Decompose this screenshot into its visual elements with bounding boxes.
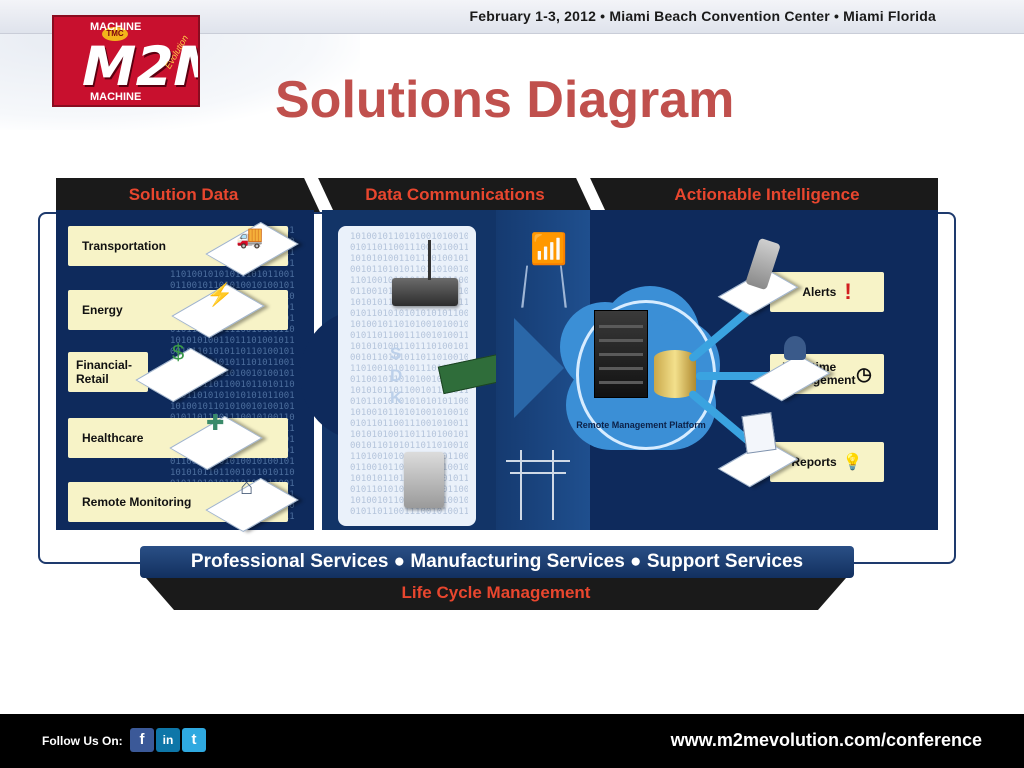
router-antenna-icon xyxy=(428,240,431,280)
cell-tower-icon: 📶 xyxy=(530,233,568,266)
sdk-letter: S xyxy=(390,344,402,363)
gateway-device-icon xyxy=(404,452,444,508)
tab-actionable-intelligence: Actionable Intelligence xyxy=(674,185,860,204)
truck-icon: 🚚 xyxy=(236,224,264,249)
sdk-letter: D xyxy=(390,366,403,385)
alert-icon: ! xyxy=(844,279,852,304)
facebook-icon[interactable]: f xyxy=(130,728,154,752)
follow-us-label: Follow Us On: xyxy=(42,734,123,748)
sdk-letter: K xyxy=(390,388,403,407)
tab-solution-data: Solution Data xyxy=(128,185,239,204)
conference-url[interactable]: www.m2mevolution.com/conference xyxy=(670,730,982,750)
user-at-desk-icon xyxy=(784,336,806,360)
router-device-icon xyxy=(392,278,458,306)
connector-line xyxy=(696,372,774,380)
logo-bottom-text: MACHINE xyxy=(90,91,142,103)
platform-label: Remote Management Platform xyxy=(576,420,706,430)
atm-icon: $ xyxy=(172,340,185,365)
diagram-tabs: Solution Data Data Communications Action… xyxy=(56,178,938,212)
monitoring-station-icon: ⌂ xyxy=(240,474,254,499)
life-cycle-management-bar: Life Cycle Management xyxy=(146,578,846,610)
m2m-evolution-logo: TMC MACHINE M2M MACHINE Evolution xyxy=(52,15,200,107)
solution-row-financial-retail: Financial-Retail xyxy=(68,352,148,392)
event-details: February 1-3, 2012 • Miami Beach Convent… xyxy=(469,8,936,24)
report-document-icon xyxy=(741,412,777,454)
data-flow-arrow xyxy=(514,318,564,418)
tower-frame-icon xyxy=(521,265,567,308)
linkedin-icon[interactable]: in xyxy=(156,728,180,752)
footer: Follow Us On: f in t www.m2mevolution.co… xyxy=(0,714,1024,768)
server-icon xyxy=(594,310,648,398)
services-bar: Professional Services ● Manufacturing Se… xyxy=(140,546,854,578)
lightbulb-icon: 💡 xyxy=(842,454,863,471)
energy-meter-icon: ⚡ xyxy=(206,282,234,307)
power-lines-icon xyxy=(498,450,578,520)
twitter-icon[interactable]: t xyxy=(182,728,206,752)
tmc-badge: TMC xyxy=(102,27,128,41)
logo-top-text: MACHINE xyxy=(90,21,142,33)
clock-icon: ◷ xyxy=(856,363,872,384)
tab-data-communications: Data Communications xyxy=(365,185,545,204)
page-title: Solutions Diagram xyxy=(275,71,735,129)
medical-cabinet-icon: ✚ xyxy=(206,410,225,435)
